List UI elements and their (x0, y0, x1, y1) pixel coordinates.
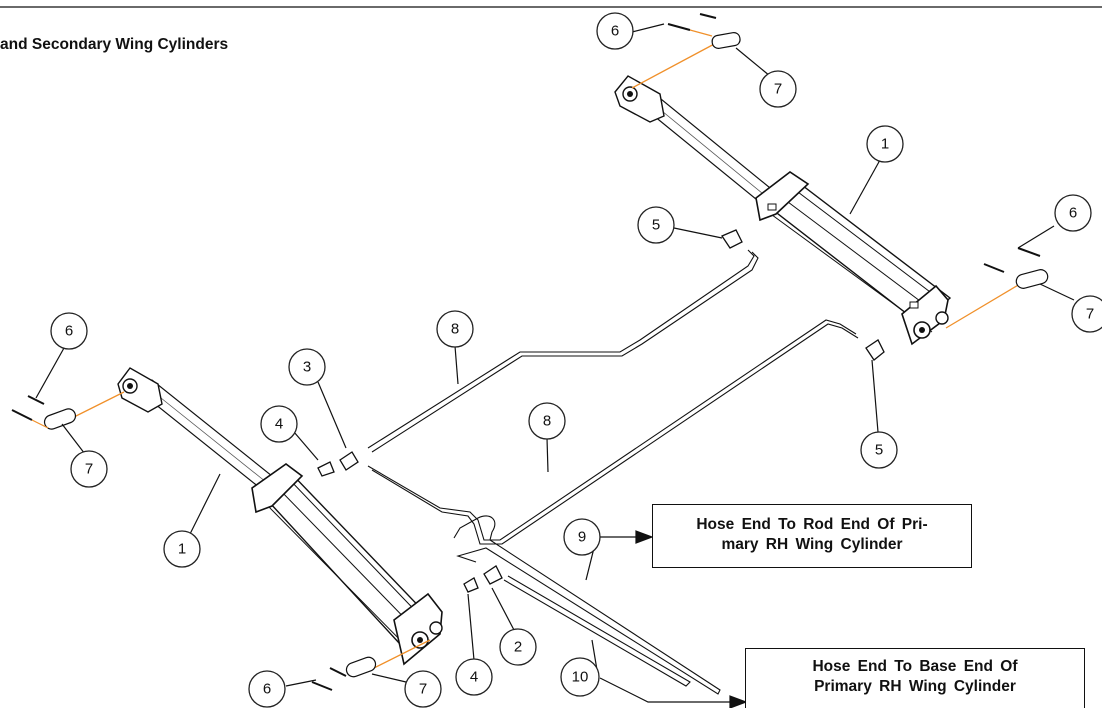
callout-2: 2 (499, 628, 537, 666)
svg-text:7: 7 (774, 81, 782, 98)
fitting-plug-4-lower (463, 577, 479, 593)
svg-text:6: 6 (611, 23, 619, 40)
diagram-title: and Secondary Wing Cylinders (0, 36, 229, 53)
svg-text:8: 8 (543, 413, 551, 430)
callout-7-top-right: 7 (759, 70, 797, 108)
hose-10 (503, 575, 691, 687)
right-wing-cylinder (614, 75, 952, 346)
callout-6-left: 6 (50, 312, 88, 350)
note-base-end-line1: Hose End To Base End Of (812, 658, 1018, 675)
callout-7-left: 7 (70, 450, 108, 488)
callout-5-lower: 5 (860, 431, 898, 469)
svg-text:4: 4 (275, 416, 283, 433)
left-base-pin (311, 639, 431, 691)
callout-1-left: 1 (163, 530, 201, 568)
callout-4-lower: 4 (455, 658, 493, 696)
svg-text:5: 5 (875, 442, 883, 459)
callout-9: 9 (563, 518, 601, 556)
callout-7-right: 7 (1071, 295, 1102, 333)
note-base-end-line2: Primary RH Wing Cylinder (814, 678, 1016, 695)
svg-text:1: 1 (178, 541, 186, 558)
callout-4-upper: 4 (260, 405, 298, 443)
note-rod-end-line2: mary RH Wing Cylinder (721, 536, 903, 553)
callout-10: 10 (560, 657, 600, 697)
svg-text:3: 3 (303, 359, 311, 376)
callout-8-lower: 8 (528, 402, 566, 440)
fitting-tee-5-lower (865, 339, 885, 361)
svg-text:6: 6 (65, 323, 73, 340)
fitting-plug-4-upper (317, 461, 335, 477)
svg-text:2: 2 (514, 639, 522, 656)
svg-text:4: 4 (470, 669, 478, 686)
callout-7-bottom: 7 (404, 670, 442, 708)
fitting-tee-2 (483, 565, 503, 585)
fitting-tee-3 (339, 451, 359, 471)
note-rod-end: Hose End To Rod End Of Pri- mary RH Wing… (652, 504, 972, 568)
leader-lines (35, 23, 1075, 709)
callout-6-right: 6 (1054, 194, 1092, 232)
left-rod-pin (11, 391, 125, 430)
svg-text:6: 6 (1069, 205, 1077, 222)
hose-loop (453, 515, 721, 695)
left-wing-cylinder (117, 367, 443, 666)
svg-text:10: 10 (572, 669, 589, 686)
svg-text:6: 6 (263, 681, 271, 698)
note-base-end: Hose End To Base End Of Primary RH Wing … (745, 648, 1085, 708)
hose-upper (367, 249, 759, 453)
svg-text:5: 5 (652, 217, 660, 234)
callout-6-bottom: 6 (248, 670, 286, 708)
svg-text:1: 1 (881, 136, 889, 153)
fitting-tee-5-upper (721, 229, 743, 249)
hose-lower (367, 319, 859, 545)
note-rod-end-line1: Hose End To Rod End Of Pri- (696, 516, 928, 533)
svg-text:8: 8 (451, 321, 459, 338)
right-base-pin (945, 247, 1049, 329)
svg-text:7: 7 (419, 681, 427, 698)
svg-text:7: 7 (85, 461, 93, 478)
callout-6-top-right: 6 (596, 12, 634, 50)
svg-text:9: 9 (578, 529, 586, 546)
callout-8-upper: 8 (436, 310, 474, 348)
svg-text:7: 7 (1086, 306, 1094, 323)
right-rod-pin (631, 13, 741, 89)
callout-1-right: 1 (866, 125, 904, 163)
callout-5-upper: 5 (637, 206, 675, 244)
callout-3: 3 (288, 348, 326, 386)
